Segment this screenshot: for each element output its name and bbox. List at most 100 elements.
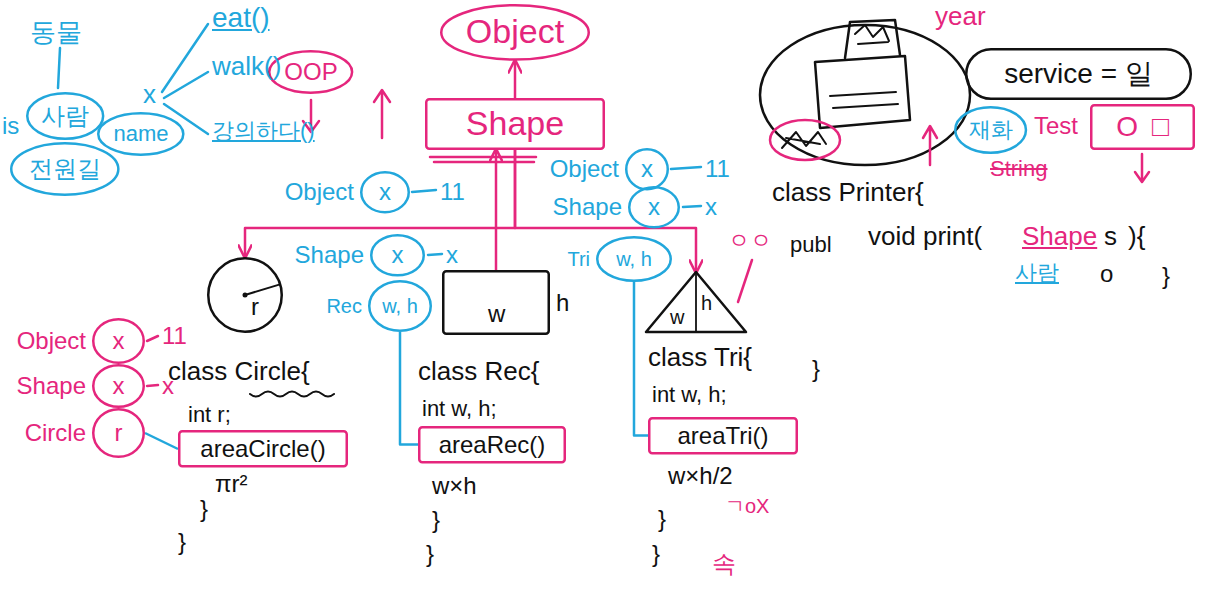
outline [27,93,103,139]
node-body: 전원길 [29,155,101,183]
outline [371,235,424,275]
node-text: OOP [284,58,337,86]
class-name-label: Rec [326,295,362,318]
note-pill: service = 일 [965,48,1192,100]
printer-scribble [855,25,889,44]
outline [361,172,409,212]
code-line: } [178,528,186,556]
field-label: x [143,80,156,110]
code-line: class Circle{ [168,357,310,387]
node-text: 사람 [41,102,89,130]
class-name-label: Object [17,327,86,355]
center-dot [243,293,248,298]
memory-slot: xShape [92,364,145,408]
node-text: service = 일 [1004,58,1153,90]
printer-top [845,20,900,58]
class-name-label: Circle [25,419,86,447]
node-text: x [648,193,660,221]
node-text: areaRec() [439,431,546,459]
printer-tray [830,92,898,108]
node-text: Object [466,13,564,52]
node-text: w, h [382,295,418,318]
outline [11,143,118,195]
node-body: areaRec() [439,431,546,459]
concept-circle: name [97,112,185,156]
callout-number: 11 [705,155,730,183]
note-label: o [1100,260,1113,288]
outline [98,113,183,155]
outline [443,271,549,334]
node-text: areaCircle() [200,435,325,463]
node-body: areaTri() [677,422,768,450]
triangle-figure: wh [646,272,746,332]
outline [649,418,797,453]
outline [93,319,144,363]
outline [369,281,431,331]
type-label: Shape [1022,222,1097,252]
code-line: } [200,495,208,523]
node-body: Object [466,13,564,52]
method-label: walk() [212,52,281,82]
memory-slot: w, hTri [596,236,672,282]
node-body: x [392,241,404,269]
node-body: x [379,178,391,206]
node-text: x [392,241,404,269]
node-body: areaCircle() [200,435,325,463]
node-text: x [641,155,653,183]
node-text: x [379,178,391,206]
printer-outline [760,25,970,165]
category-label: 동물 [30,18,82,48]
memory-slot: xObject [360,171,410,213]
pink-arrow [374,90,390,138]
method-box: areaCircle() [178,430,348,468]
concept-circle: 사람 [26,92,104,140]
code-line: void print( [868,222,982,252]
leader-line [145,433,178,449]
note-label: ㅇㅇ [728,228,772,253]
note-label: year [935,2,986,32]
code-line: } [1162,262,1170,290]
code-line: } [432,506,440,534]
node-text: 재화 [969,117,1013,142]
note-label: 속 [712,550,736,578]
code-line: int w, h; [422,396,497,421]
concept-circle: 전원길 [10,142,120,196]
code-line: class Tri{ [648,343,752,373]
node-body: w, h [616,248,652,271]
node-text: r [251,293,259,321]
rectangle-figure: wh [442,270,550,335]
node-body: 사람 [41,102,89,130]
note-label: Test [1034,112,1078,140]
outline [419,427,565,462]
memory-slot: xShape [370,234,425,276]
outline [966,49,1191,99]
node-body: r [115,419,123,447]
method-label: 강의하다() [212,118,315,143]
class-name-label: Shape [295,241,364,269]
node-text: 전원길 [29,155,101,183]
relation-label: is [2,112,19,140]
class-name-label: Object [285,178,354,206]
formula-label: w×h/2 [668,462,733,490]
outline [426,99,604,149]
node-text: w, h [616,248,652,271]
note-label: ㄱoX [725,495,769,518]
field-label: x [705,193,717,221]
outline [646,272,746,332]
radius-line [245,284,280,295]
node-text: Shape [466,104,564,143]
note-label: String [990,156,1047,181]
node-text: O [1116,111,1138,143]
node-body: OOP [284,58,337,86]
node-text: name [113,121,168,146]
outline [1091,105,1194,149]
code-line: int w, h; [652,382,727,407]
base-class-ellipse: Object [440,4,590,61]
code-line: } [658,505,666,533]
inheritance-arrow [495,150,498,270]
node-body: x [113,372,125,400]
wavy-underline [250,392,334,397]
memory-slot: xShape [628,186,680,228]
